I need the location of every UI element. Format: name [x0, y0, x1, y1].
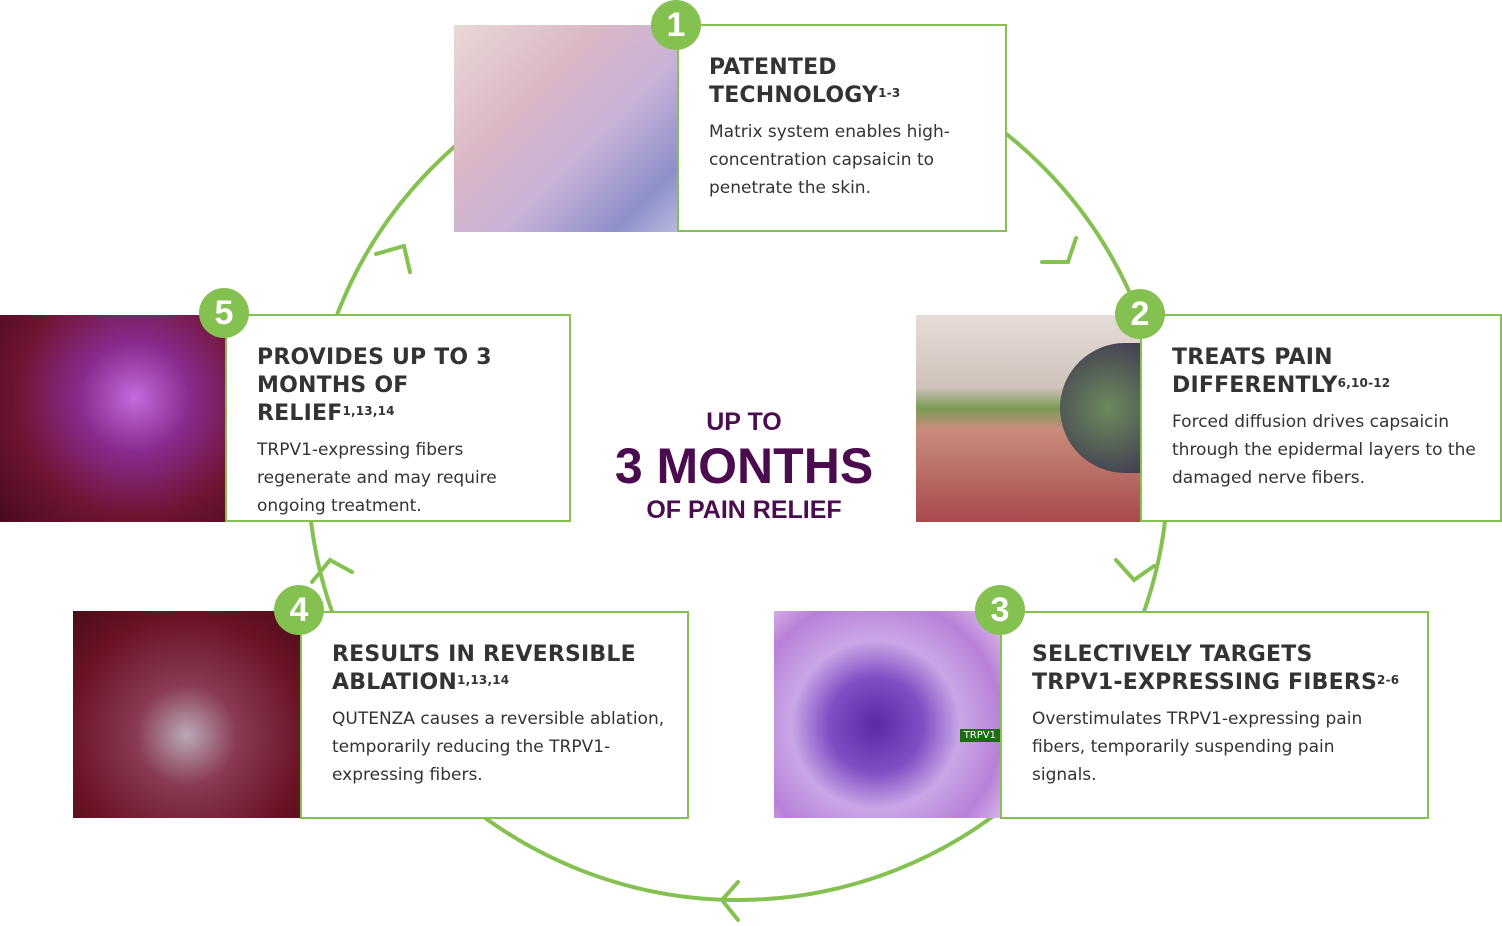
- step-2-card: TREATS PAIN DIFFERENTLY6,10-12 Forced di…: [1140, 314, 1502, 522]
- step-2-title: TREATS PAIN DIFFERENTLY6,10-12: [1172, 345, 1391, 398]
- arrow-icon: [1114, 558, 1156, 583]
- step-1-body: Matrix system enables high-concentration…: [709, 122, 950, 198]
- step-2-badge: 2: [1115, 289, 1165, 339]
- step-5-body: TRPV1-expressing fibers regenerate and m…: [257, 440, 497, 516]
- step-3-image: TRPV1: [774, 611, 1000, 818]
- trpv1-label: TRPV1: [959, 729, 1000, 742]
- center-line-2: 3 MONTHS: [614, 438, 874, 494]
- step-4-title: RESULTS IN REVERSIBLE ABLATION1,13,14: [332, 642, 636, 695]
- arrow-icon: [719, 880, 740, 922]
- step-4-image: [73, 611, 300, 818]
- arrow-icon: [374, 243, 412, 274]
- step-1-card: PATENTED TECHNOLOGY1-3 Matrix system ena…: [677, 24, 1007, 232]
- step-2-body: Forced diffusion drives capsaicin throug…: [1172, 412, 1476, 488]
- step-1-badge: 1: [651, 0, 701, 50]
- center-line-1: UP TO: [706, 408, 782, 436]
- center-headline: UP TO 3 MONTHS OF PAIN RELIEF: [590, 405, 898, 527]
- step-2-image: [916, 315, 1140, 522]
- step-5-badge: 5: [199, 288, 249, 338]
- center-line-3: OF PAIN RELIEF: [646, 496, 842, 524]
- step-1-image: [454, 25, 678, 232]
- step-4-badge: 4: [274, 585, 324, 635]
- step-4-card: RESULTS IN REVERSIBLE ABLATION1,13,14 QU…: [300, 611, 689, 819]
- step-3-title: SELECTIVELY TARGETS TRPV1-EXPRESSING FIB…: [1032, 642, 1400, 695]
- step-3-card: SELECTIVELY TARGETS TRPV1-EXPRESSING FIB…: [1000, 611, 1429, 819]
- step-3-badge: 3: [975, 585, 1025, 635]
- step-5-card: PROVIDES UP TO 3 MONTHS OF RELIEF1,13,14…: [225, 314, 571, 522]
- step-3-body: Overstimulates TRPV1-expressing pain fib…: [1032, 709, 1363, 785]
- step-5-title: PROVIDES UP TO 3 MONTHS OF RELIEF1,13,14: [257, 345, 492, 426]
- arrow-icon: [1040, 236, 1078, 264]
- step-5-image: [0, 315, 225, 522]
- step-4-body: QUTENZA causes a reversible ablation, te…: [332, 709, 665, 785]
- arrow-icon: [310, 557, 354, 584]
- step-1-title: PATENTED TECHNOLOGY1-3: [709, 55, 901, 108]
